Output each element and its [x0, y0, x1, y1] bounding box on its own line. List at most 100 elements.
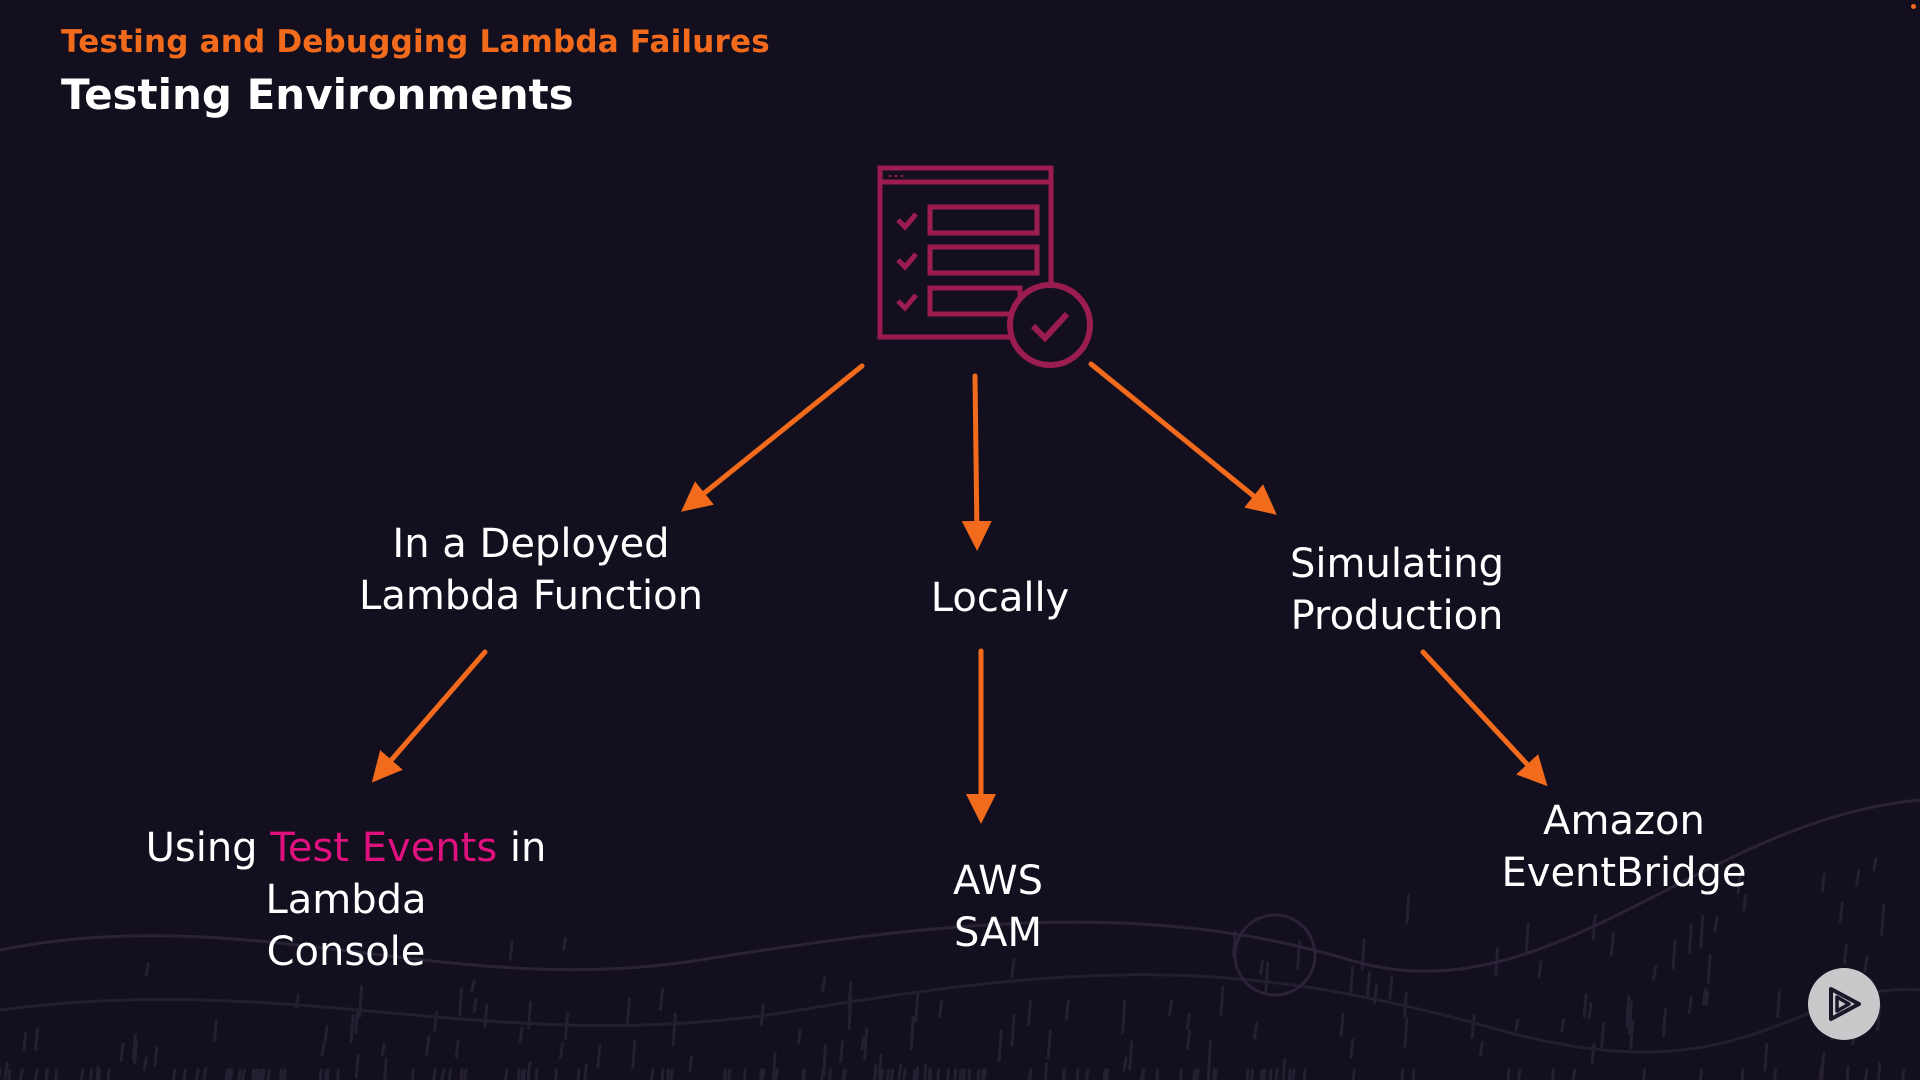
texture-stroke — [34, 1026, 40, 1052]
node-aws-sam: AWS SAM — [898, 855, 1098, 959]
texture-stroke — [380, 1042, 386, 1057]
texture-stroke — [1212, 1068, 1217, 1080]
texture-stroke — [1820, 1051, 1826, 1072]
texture-stroke — [54, 1068, 58, 1080]
texture-stroke — [1010, 1014, 1016, 1047]
texture-stroke — [1524, 922, 1530, 952]
texture-stroke — [1699, 914, 1705, 949]
texture-stroke — [671, 1012, 677, 1047]
texture-stroke — [981, 1068, 985, 1080]
texture-stroke — [410, 1068, 415, 1080]
test-events-highlight: Test Events — [270, 825, 498, 871]
texture-stroke — [1268, 1068, 1273, 1080]
texture-stroke — [1155, 1068, 1160, 1080]
texture-stroke — [576, 1068, 581, 1080]
texture-stroke — [914, 992, 920, 1022]
node-simulating-line1: Simulating — [1290, 541, 1504, 587]
texture-stroke — [1287, 1068, 1292, 1080]
play-button[interactable] — [1808, 968, 1880, 1040]
texture-stroke — [1102, 1068, 1107, 1080]
texture-stroke — [1262, 1068, 1267, 1080]
texture-stroke — [349, 1013, 355, 1044]
texture-stroke — [432, 1068, 437, 1080]
texture-stroke — [774, 1068, 779, 1080]
texture-stroke — [18, 1068, 24, 1080]
texture-stroke — [282, 1068, 287, 1080]
texture-stroke — [1560, 1018, 1566, 1033]
texture-stroke — [320, 1043, 326, 1057]
arrow-to-deployed — [681, 363, 865, 512]
texture-stroke — [1061, 1068, 1066, 1080]
arrow-to-locally — [961, 373, 992, 551]
texture-stroke — [1736, 870, 1742, 895]
texture-stroke — [1043, 1062, 1049, 1080]
texture-stroke — [912, 1068, 917, 1080]
texture-stroke — [516, 1068, 521, 1080]
texture-stroke — [1168, 1000, 1173, 1017]
texture-stroke — [1625, 994, 1631, 1028]
texture-stroke — [688, 1055, 694, 1072]
texture-stroke — [1698, 1068, 1704, 1080]
texture-stroke — [1186, 1029, 1192, 1050]
texture-stroke — [459, 1068, 464, 1080]
texture-stroke — [1470, 1014, 1476, 1039]
texture-stroke — [95, 1066, 100, 1080]
node-deployed-lambda: In a Deployed Lambda Function — [331, 518, 731, 622]
texture-stroke — [254, 1068, 259, 1080]
texture-stroke — [1901, 1068, 1906, 1080]
texture-stroke — [1662, 1007, 1667, 1038]
texture-stroke — [839, 1040, 845, 1063]
texture-stroke — [7, 1068, 12, 1080]
texture-stroke — [561, 937, 567, 951]
texture-stroke — [1506, 1068, 1511, 1080]
texture-stroke — [237, 1068, 242, 1080]
texture-stroke — [872, 1068, 878, 1080]
texture-stroke — [508, 940, 514, 961]
texture-stroke — [354, 1053, 360, 1079]
texture-stroke — [743, 1068, 747, 1080]
texture-stroke — [1863, 955, 1869, 973]
texture-stroke — [1704, 990, 1710, 1006]
texture-stroke — [1351, 1068, 1356, 1080]
texture-stroke — [1629, 1019, 1635, 1050]
texture-stroke — [1551, 1068, 1555, 1080]
texture-stroke — [1405, 893, 1411, 925]
texture-stroke — [142, 1056, 148, 1071]
texture-stroke — [801, 1068, 806, 1080]
texture-stroke — [1010, 957, 1016, 979]
texture-stroke — [1128, 1040, 1134, 1071]
texture-stroke — [1403, 1016, 1409, 1048]
texture-stroke — [727, 1068, 732, 1080]
texture-stroke — [383, 1058, 388, 1080]
texture-stroke — [1349, 965, 1355, 996]
checklist-document-icon — [877, 165, 1093, 368]
texture-stroke — [1855, 869, 1861, 887]
texture-stroke — [534, 1068, 539, 1080]
texture-stroke — [266, 1068, 271, 1080]
texture-stroke — [1206, 1068, 1211, 1080]
texture-stroke — [119, 1042, 125, 1062]
texture-stroke — [1671, 939, 1677, 970]
texture-stroke — [323, 1025, 329, 1044]
texture-stroke — [1411, 1068, 1416, 1080]
texture-stroke — [97, 1068, 101, 1080]
texture-stroke — [44, 1068, 49, 1080]
texture-stroke — [260, 1068, 266, 1080]
texture-stroke — [1514, 1018, 1520, 1032]
texture-stroke — [1046, 1029, 1052, 1060]
texture-stroke — [583, 1063, 588, 1080]
texture-stroke — [946, 1068, 950, 1080]
texture-stroke — [1365, 971, 1371, 999]
texture-stroke — [454, 1039, 460, 1058]
texture-stroke — [144, 962, 150, 977]
texture-stroke — [897, 1063, 903, 1080]
texture-stroke — [1027, 1068, 1033, 1080]
texture-stroke — [1845, 1065, 1850, 1080]
texture-stroke — [1582, 993, 1588, 1018]
node-test-events-line2: Lambda — [265, 877, 427, 923]
texture-stroke — [1740, 1068, 1745, 1080]
texture-stroke — [1084, 1068, 1090, 1080]
texture-stroke — [153, 1046, 159, 1067]
texture-stroke — [324, 1068, 328, 1080]
